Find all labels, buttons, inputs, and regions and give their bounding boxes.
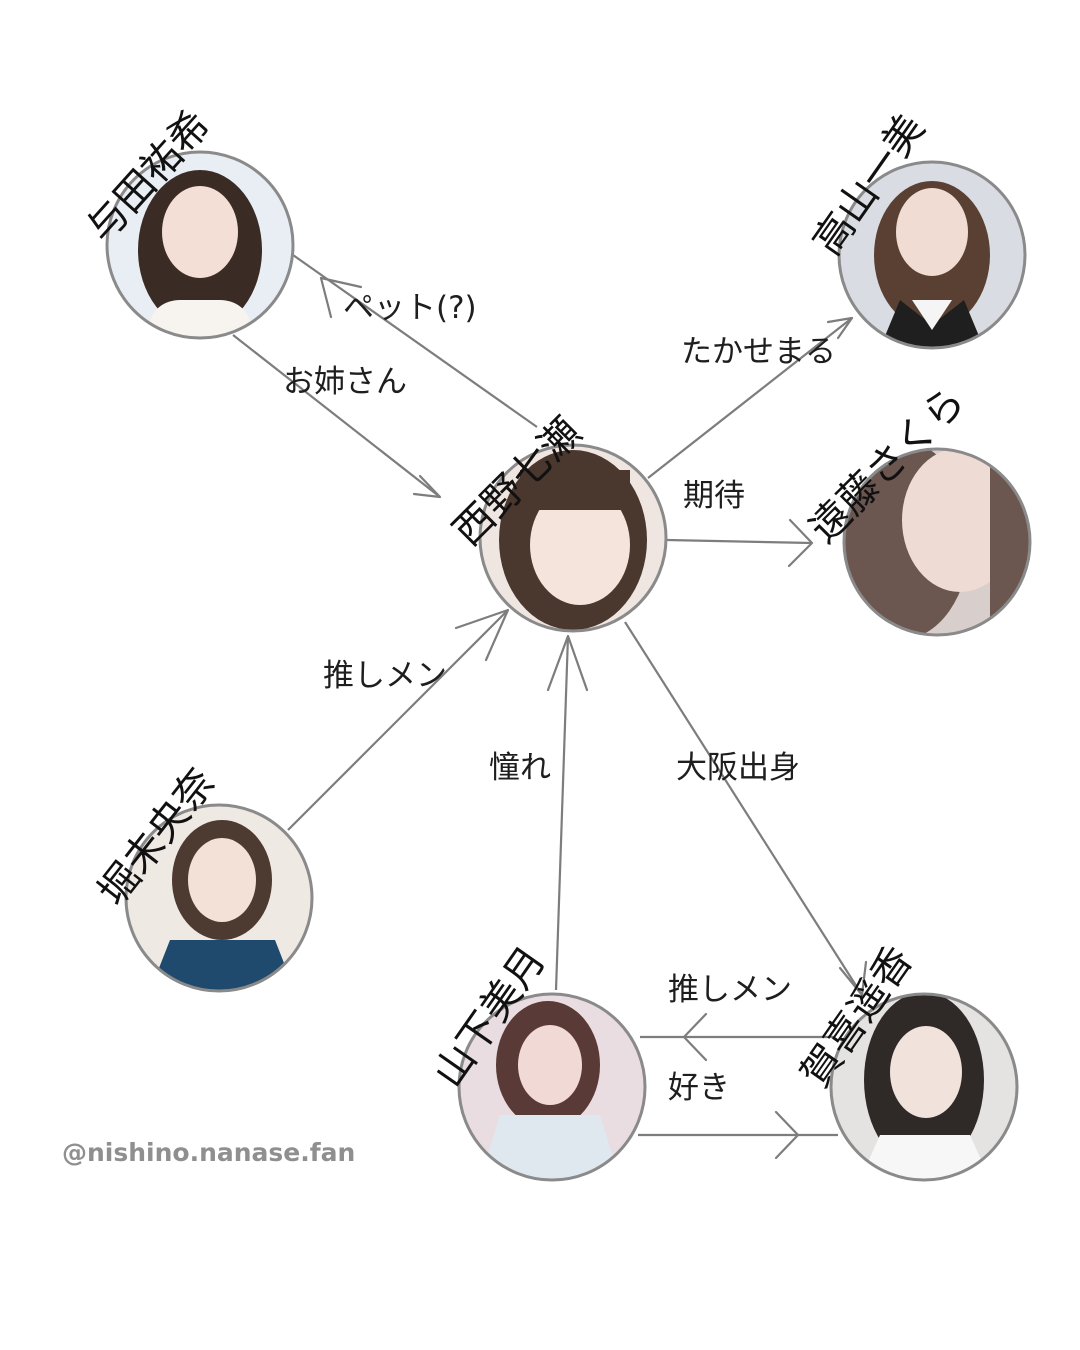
- edge-nishino-to-kaki: 大阪出身: [624, 621, 868, 997]
- edge-label-akogare: 憧れ: [489, 750, 551, 786]
- account-handle: @nishino.nanase.fan: [62, 1138, 356, 1167]
- edge-label-kitai: 期待: [683, 478, 745, 514]
- edge-nishino-to-takayama: たかせまる: [647, 316, 854, 479]
- edge-kaki-to-yamashita: 推しメン: [640, 972, 834, 1062]
- avatar: [480, 445, 666, 631]
- edge-label-osaka: 大阪出身: [676, 750, 800, 786]
- edge-yamashita-to-kaki: 好き: [638, 1070, 838, 1160]
- avatar: [844, 449, 1030, 635]
- edge-label-oshimen-1: 推しメン: [323, 658, 447, 694]
- edge-label-oneesan: お姉さん: [283, 364, 407, 400]
- node-takayama: 高山一美: [805, 106, 1027, 350]
- edge-yamashita-to-nishino: 憧れ: [489, 634, 589, 991]
- avatar: [459, 994, 645, 1180]
- edge-hori-to-nishino: 推しメン: [287, 608, 510, 831]
- node-hori: 堀未央奈: [90, 760, 314, 993]
- edge-nishino-to-endo: 期待: [666, 478, 814, 568]
- node-yamashita: 山下美月: [426, 938, 647, 1182]
- avatar: [839, 162, 1025, 348]
- edge-label-pet: ペット(?): [343, 290, 477, 326]
- node-endo: 遠藤さくら: [801, 378, 1032, 637]
- node-kaki: 賀喜遥香: [793, 938, 1019, 1182]
- edge-nishino-to-yoda: ペット(?): [292, 254, 538, 428]
- edge-label-oshimen-2: 推しメン: [668, 972, 792, 1008]
- avatar: [126, 805, 312, 991]
- edge-yoda-to-nishino: お姉さん: [232, 334, 442, 499]
- edge-label-takasemaru: たかせまる: [681, 334, 836, 370]
- avatar: [831, 994, 1017, 1180]
- node-nishino: 西野七瀬: [445, 409, 668, 633]
- avatar: [107, 152, 293, 338]
- node-yoda: 与田祐希: [78, 102, 295, 340]
- edge-label-suki: 好き: [668, 1070, 730, 1106]
